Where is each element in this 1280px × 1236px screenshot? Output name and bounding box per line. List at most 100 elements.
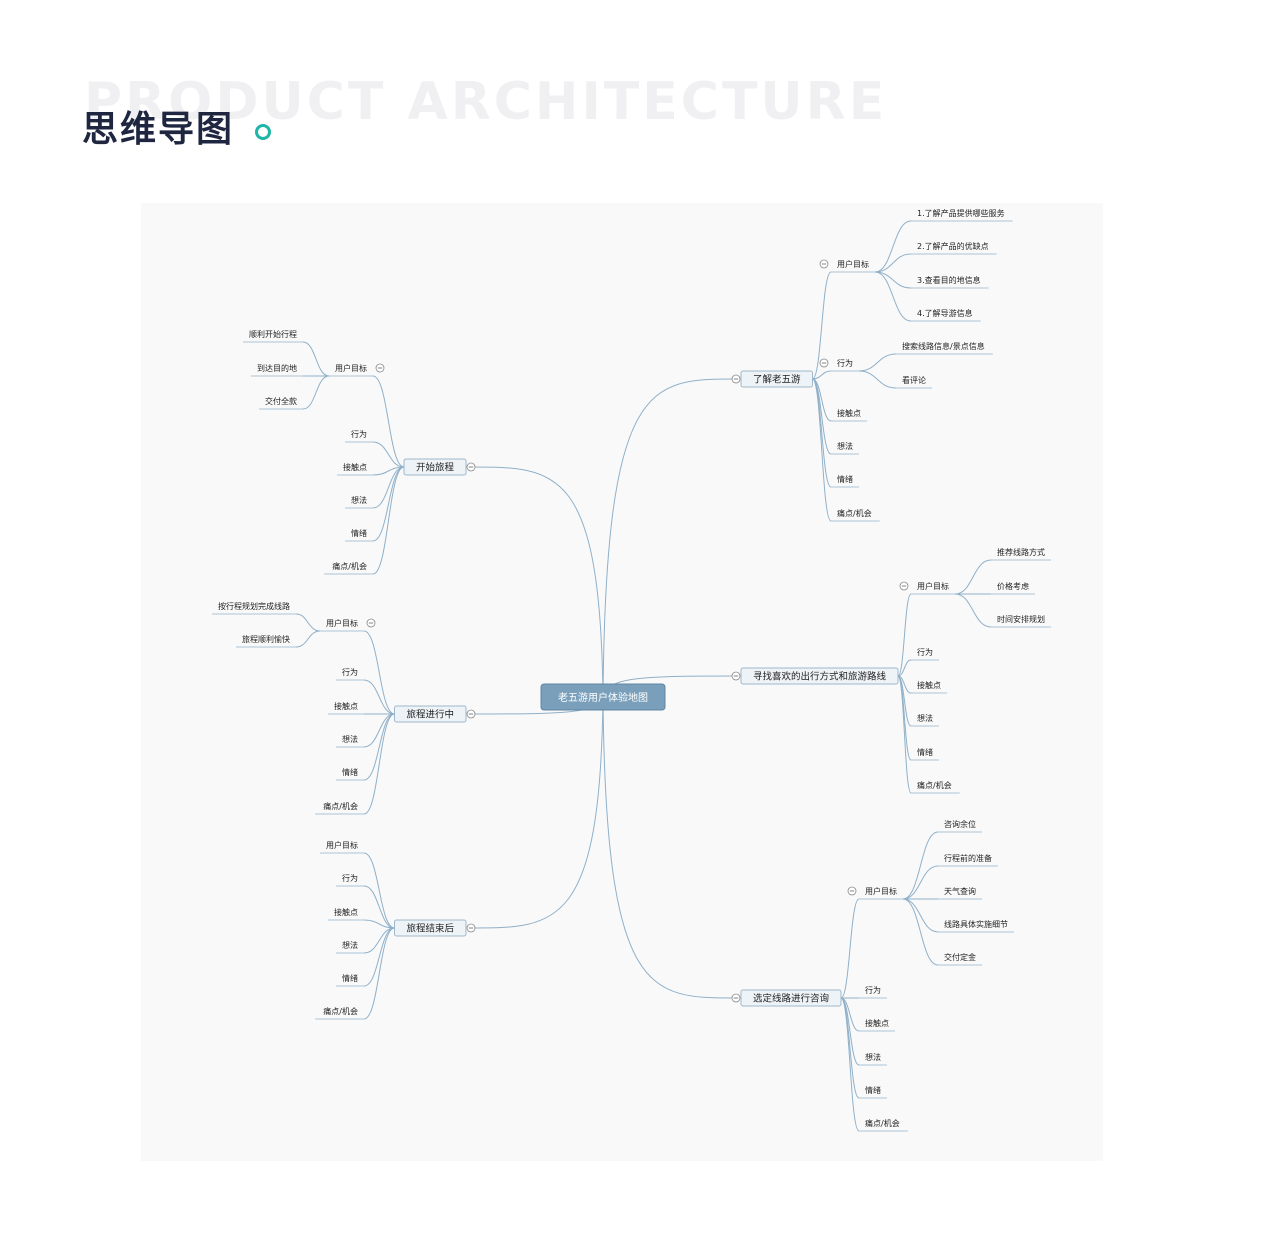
branch-label: 旅程进行中 xyxy=(406,709,454,721)
child-node-label: 情绪 xyxy=(351,528,367,538)
grandchild-node-label: 1.了解产品提供哪些服务 xyxy=(917,208,1005,218)
connector-branch-child xyxy=(372,466,405,542)
grandchild-node-label: 交付全款 xyxy=(265,396,297,406)
connector-child-grandchild xyxy=(302,341,330,377)
grandchild-node-label: 天气查询 xyxy=(944,886,976,896)
branch-node-3[interactable]: 开始旅程 xyxy=(403,458,467,476)
grandchild-node-label: 到达目的地 xyxy=(257,363,297,373)
grandchild-node-label: 时间安排规划 xyxy=(997,614,1045,624)
connector-branch-child xyxy=(812,378,832,522)
connector-branch-child xyxy=(363,919,395,929)
child-node-label: 情绪 xyxy=(837,474,853,484)
connector-root-branch-5 xyxy=(470,696,604,929)
branch-label: 旅程结束后 xyxy=(406,923,454,935)
connector-root-branch-2 xyxy=(602,696,737,999)
branch-node-2[interactable]: 选定线路进行咨询 xyxy=(740,989,842,1007)
child-node-label: 情绪 xyxy=(917,747,933,757)
child-node-label: 想法 xyxy=(342,734,358,744)
connector-branch-child xyxy=(812,370,832,380)
child-collapse-icon[interactable] xyxy=(375,363,385,373)
child-node-label: 用户目标 xyxy=(335,363,367,373)
connector-branch-child xyxy=(363,713,395,815)
connector-branch-child xyxy=(363,852,395,929)
child-node-label: 行为 xyxy=(351,429,367,439)
connector-child-grandchild xyxy=(954,593,992,628)
watermark-text: PRODUCT ARCHITECTURE xyxy=(84,72,888,132)
connector-child-grandchild xyxy=(858,353,897,372)
grandchild-node-label: 看评论 xyxy=(902,375,926,385)
child-collapse-icon[interactable] xyxy=(847,886,857,896)
grandchild-node-label: 价格考虑 xyxy=(997,581,1029,591)
connector-root-branch-3 xyxy=(470,466,604,698)
branch-collapse-icon[interactable] xyxy=(731,671,741,681)
child-node-label: 行为 xyxy=(342,873,358,883)
child-node-label: 用户目标 xyxy=(326,618,358,628)
grandchild-node-label: 推荐线路方式 xyxy=(997,547,1045,557)
connector-branch-child xyxy=(363,927,395,1020)
child-node-label: 行为 xyxy=(917,647,933,657)
child-collapse-icon[interactable] xyxy=(366,618,376,628)
grandchild-node-label: 2.了解产品的优缺点 xyxy=(917,241,989,251)
connector-child-grandchild xyxy=(858,370,897,389)
connector-branch-child xyxy=(363,885,395,929)
connector-branch-child xyxy=(363,713,395,748)
child-node-label: 想法 xyxy=(342,940,358,950)
child-node-label: 痛点/机会 xyxy=(323,801,358,811)
child-collapse-icon[interactable] xyxy=(819,259,829,269)
grandchild-node-label: 行程前的准备 xyxy=(944,853,992,863)
grandchild-node-label: 旅程顺利愉快 xyxy=(242,634,290,644)
branch-node-4[interactable]: 旅程进行中 xyxy=(394,705,467,723)
branch-label: 了解老五游 xyxy=(753,374,801,386)
child-node-label: 想法 xyxy=(351,495,367,505)
child-collapse-icon[interactable] xyxy=(819,358,829,368)
connector-branch-child xyxy=(372,466,405,575)
child-node-label: 接触点 xyxy=(334,907,358,917)
branch-node-5[interactable]: 旅程结束后 xyxy=(394,919,467,937)
child-node-label: 情绪 xyxy=(865,1085,881,1095)
connector-branch-child xyxy=(372,375,405,468)
connector-child-grandchild xyxy=(954,559,992,595)
connector-child-grandchild xyxy=(874,220,912,273)
connector-branch-child xyxy=(897,593,912,677)
child-node-label: 想法 xyxy=(837,441,853,451)
connector-branch-child xyxy=(897,675,912,761)
connector-branch-child xyxy=(897,675,912,794)
root-node[interactable]: 老五游用户体验地图 xyxy=(540,683,666,711)
branch-node-0[interactable]: 了解老五游 xyxy=(740,370,813,388)
branch-node-1[interactable]: 寻找喜欢的出行方式和旅游路线 xyxy=(740,667,899,685)
connector-child-grandchild xyxy=(902,898,939,933)
page-title: 思维导图 xyxy=(82,109,235,150)
branch-collapse-icon[interactable] xyxy=(466,709,476,719)
branch-collapse-icon[interactable] xyxy=(731,993,741,1003)
child-node-label: 接触点 xyxy=(343,462,367,472)
branch-label: 寻找喜欢的出行方式和旅游路线 xyxy=(753,671,887,683)
child-node-label: 接触点 xyxy=(837,408,861,418)
child-node-label: 痛点/机会 xyxy=(837,508,872,518)
connector-child-grandchild xyxy=(902,865,939,900)
child-node-label: 接触点 xyxy=(334,701,358,711)
branch-collapse-icon[interactable] xyxy=(466,923,476,933)
child-node-label: 接触点 xyxy=(865,1018,889,1028)
connector-root-branch-0 xyxy=(602,378,737,698)
child-collapse-icon[interactable] xyxy=(899,581,909,591)
child-node-label: 行为 xyxy=(342,667,358,677)
connector-child-grandchild xyxy=(295,613,321,632)
grandchild-node-label: 线路具体实施细节 xyxy=(944,919,1008,929)
child-node-label: 行为 xyxy=(837,358,853,368)
grandchild-node-label: 3.查看目的地信息 xyxy=(917,275,981,285)
root-label: 老五游用户体验地图 xyxy=(558,691,648,704)
branch-collapse-icon[interactable] xyxy=(731,374,741,384)
connector-branch-child xyxy=(363,630,395,715)
child-node-label: 痛点/机会 xyxy=(917,780,952,790)
branch-collapse-icon[interactable] xyxy=(466,462,476,472)
child-node-label: 接触点 xyxy=(917,680,941,690)
connector-child-grandchild xyxy=(902,831,939,900)
grandchild-node-label: 搜索线路信息/景点信息 xyxy=(902,341,985,351)
connector-branch-child xyxy=(897,659,912,677)
child-node-label: 情绪 xyxy=(342,767,358,777)
grandchild-node-label: 顺利开始行程 xyxy=(249,329,297,339)
branch-label: 选定线路进行咨询 xyxy=(753,993,829,1005)
connector-child-grandchild xyxy=(302,375,330,410)
connector-child-grandchild xyxy=(874,271,912,289)
